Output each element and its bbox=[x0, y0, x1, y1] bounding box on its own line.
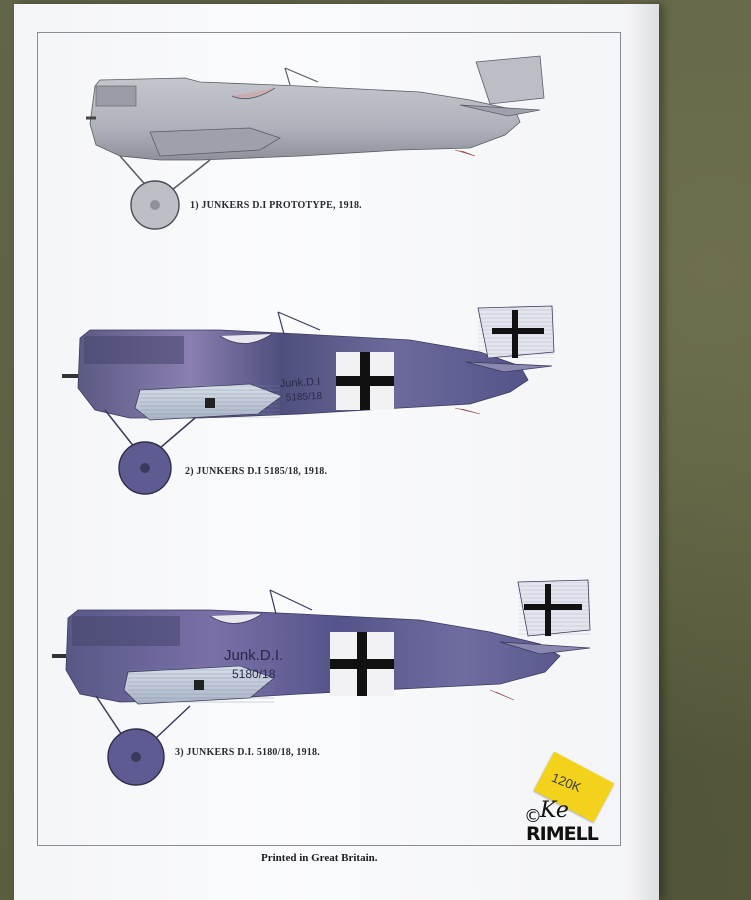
plane-2-5185-18 bbox=[62, 305, 555, 495]
rimell-logo: © Ke RIMELL bbox=[524, 798, 616, 850]
price-label: 120K bbox=[549, 769, 584, 796]
copyright-symbol: © bbox=[524, 806, 542, 827]
plane-3-markings: Junk.D.I. bbox=[224, 647, 283, 664]
plane-2-serial: 5185/18 bbox=[286, 391, 323, 404]
plate-3-caption: 3) JUNKERS D.I. 5180/18, 1918. bbox=[175, 747, 320, 758]
signature-mark: Ke bbox=[540, 798, 569, 823]
plate-frame bbox=[37, 32, 621, 846]
plate-2-caption: 2) JUNKERS D.I 5185/18, 1918. bbox=[185, 466, 328, 477]
plane-3-5180-18 bbox=[52, 579, 591, 786]
printed-in-note: Printed in Great Britain. bbox=[261, 852, 378, 864]
plane-3-serial: 5180/18 bbox=[232, 667, 276, 681]
plane-2-markings: Junk.D.I bbox=[280, 376, 321, 390]
artist-name: RIMELL bbox=[526, 823, 599, 845]
plate-1-caption: 1) JUNKERS D.I PROTOTYPE, 1918. bbox=[190, 200, 362, 211]
plane-1-prototype bbox=[86, 55, 545, 230]
